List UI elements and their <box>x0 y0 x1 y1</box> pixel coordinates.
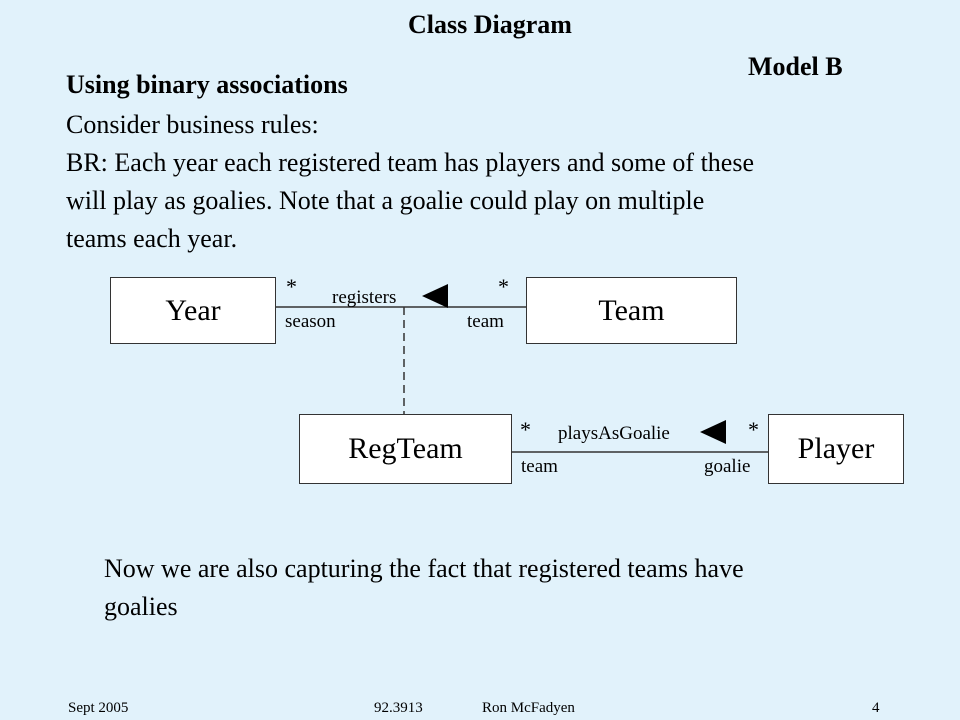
playsasgoalie-right-role: goalie <box>704 456 751 477</box>
rules-line-2: BR: Each year each registered team has p… <box>66 148 754 177</box>
footer-course: 92.3913 <box>374 700 423 716</box>
rules-line-4: teams each year. <box>66 224 238 253</box>
registers-left-multiplicity: * <box>286 274 297 299</box>
conclusion-text: Now we are also capturing the fact that … <box>104 550 924 626</box>
class-team: Team <box>526 277 737 344</box>
registers-right-role: team <box>467 311 504 332</box>
registers-left-role: season <box>285 311 336 332</box>
rules-line-1: Consider business rules: <box>66 110 319 139</box>
registers-association-name: registers <box>332 287 397 308</box>
class-regteam: RegTeam <box>299 414 512 484</box>
playsasgoalie-left-multiplicity: * <box>520 417 531 442</box>
model-label: Model B <box>748 52 843 81</box>
conclusion-line-1: Now we are also capturing the fact that … <box>104 554 744 583</box>
class-player: Player <box>768 414 904 484</box>
playsasgoalie-association-name: playsAsGoalie <box>558 423 670 444</box>
class-year: Year <box>110 277 276 344</box>
section-subtitle: Using binary associations <box>66 70 348 99</box>
footer-date: Sept 2005 <box>68 700 129 716</box>
footer-author: Ron McFadyen <box>482 700 575 716</box>
conclusion-line-2: goalies <box>104 592 178 621</box>
footer-page-number: 4 <box>872 700 880 716</box>
business-rules-text: Consider business rules: BR: Each year e… <box>66 106 946 258</box>
playsasgoalie-left-role: team <box>521 456 558 477</box>
playsasgoalie-right-multiplicity: * <box>748 417 759 442</box>
registers-right-multiplicity: * <box>498 274 509 299</box>
rules-line-3: will play as goalies. Note that a goalie… <box>66 186 705 215</box>
slide-title: Class Diagram <box>408 10 572 39</box>
playsasgoalie-direction-arrow <box>700 420 726 444</box>
registers-direction-arrow <box>422 284 448 308</box>
